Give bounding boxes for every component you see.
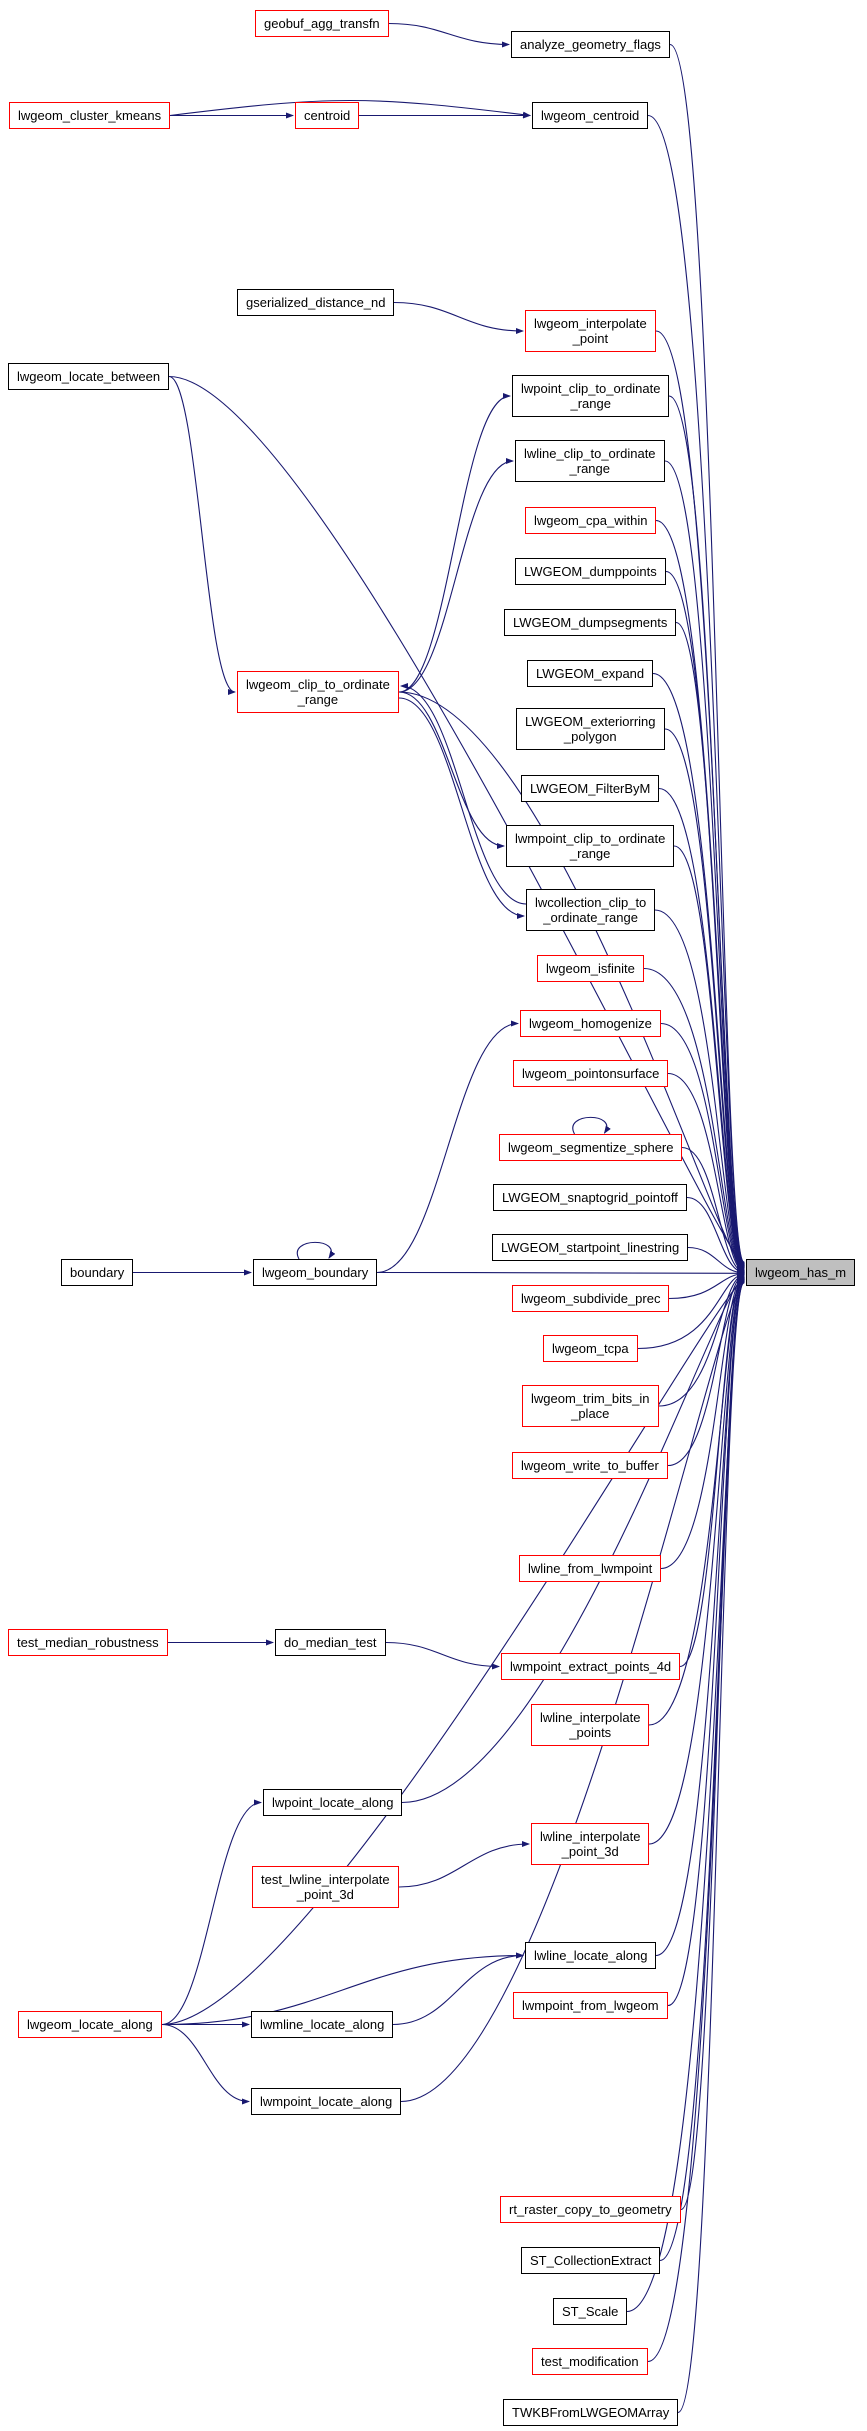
edge-lwgeom_boundary-to-lwgeom_has_m	[376, 1270, 745, 1277]
node-lwgeom-has-m: lwgeom_has_m	[746, 1259, 856, 1286]
node-lwgeom-boundary[interactable]: lwgeom_boundary	[253, 1259, 378, 1286]
node-lwgeom-snaptogrid-pointoff[interactable]: LWGEOM_snaptogrid_pointoff	[493, 1184, 687, 1211]
node-lwgeom-subdivide-prec[interactable]: lwgeom_subdivide_prec	[512, 1285, 670, 1312]
edge-gserialized_distance_nd-to-lwgeom_interpolate_point	[393, 301, 524, 334]
node-lwline-clip-to-ordinate-range[interactable]: lwline_clip_to_ordinate _range	[515, 440, 665, 482]
edge-ST_CollectionExtract-to-lwgeom_has_m	[659, 1278, 745, 2262]
edge-lwgeom_locate_along-to-lwline_locate_along	[161, 1952, 524, 2026]
node-centroid[interactable]: centroid	[295, 102, 360, 129]
edge-TWKBFromLWGEOMArray-to-lwgeom_has_m	[677, 1280, 745, 2414]
edge-lwgeom_clip_to_ordinate_range-to-lwcollection_clip_to_ordinate_range	[398, 697, 525, 919]
edge-lwpoint_locate_along-to-lwgeom_has_m	[401, 1274, 745, 1804]
node-lwmpoint-clip-to-ordinate-range[interactable]: lwmpoint_clip_to_ordinate _range	[506, 825, 675, 867]
node-gserialized-distance-nd[interactable]: gserialized_distance_nd	[237, 289, 395, 316]
node-lwgeom-cpa-within[interactable]: lwgeom_cpa_within	[525, 507, 657, 534]
node-lwgeom-cluster-kmeans[interactable]: lwgeom_cluster_kmeans	[9, 102, 171, 129]
node-lwgeom-homogenize[interactable]: lwgeom_homogenize	[520, 1010, 661, 1037]
node-lwgeom-write-to-buffer[interactable]: lwgeom_write_to_buffer	[512, 1452, 668, 1479]
node-lwline-interpolate-points[interactable]: lwline_interpolate _points	[531, 1704, 650, 1746]
edge-LWGEOM_snaptogrid_pointoff-to-lwgeom_has_m	[686, 1196, 745, 1276]
node-lwcollection-clip-to-ordinate-range[interactable]: lwcollection_clip_to _ordinate_range	[526, 889, 656, 931]
edge-lwgeom_locate_between-to-lwgeom_has_m	[168, 375, 745, 1267]
node-lwgeom-clip-to-ordinate-range[interactable]: lwgeom_clip_to_ordinate _range	[237, 671, 399, 713]
node-twkbfromlwgeomarray[interactable]: TWKBFromLWGEOMArray	[503, 2399, 679, 2426]
edge-lwline_from_lwmpoint-to-lwgeom_has_m	[660, 1273, 745, 1570]
node-st-scale[interactable]: ST_Scale	[553, 2298, 628, 2325]
edge-lwgeom_pointonsurface-to-lwgeom_has_m	[667, 1072, 745, 1275]
edge-lwmpoint_from_lwgeom-to-lwgeom_has_m	[667, 1276, 745, 2007]
node-rt-raster-copy-to-geometry[interactable]: rt_raster_copy_to_geometry	[500, 2196, 681, 2223]
node-lwmpoint-locate-along[interactable]: lwmpoint_locate_along	[251, 2088, 402, 2115]
node-lwgeom-dumpsegments[interactable]: LWGEOM_dumpsegments	[504, 609, 677, 636]
node-lwline-from-lwmpoint[interactable]: lwline_from_lwmpoint	[519, 1555, 662, 1582]
node-do-median-test[interactable]: do_median_test	[275, 1629, 386, 1656]
node-test-median-robustness[interactable]: test_median_robustness	[8, 1629, 168, 1656]
node-lwgeom-locate-along[interactable]: lwgeom_locate_along	[18, 2011, 162, 2038]
edge-lwgeom_clip_to_ordinate_range-to-lwmpoint_clip_to_ordinate_range	[398, 691, 505, 849]
edge-lwmpoint_clip_to_ordinate_range-to-lwgeom_has_m	[673, 845, 745, 1272]
edge-lwgeom_locate_between-to-lwgeom_clip_to_ordinate_range	[168, 375, 236, 695]
edge-lwgeom_cluster_kmeans-to-lwgeom_centroid	[169, 99, 531, 118]
edge-lwmline_locate_along-to-lwline_locate_along	[392, 1952, 524, 2026]
edge-lwcollection_clip_to_ordinate_range-to-lwgeom_has_m	[654, 909, 745, 1273]
edge-lwgeom_write_to_buffer-to-lwgeom_has_m	[667, 1272, 745, 1467]
node-geobuf-agg-transfn[interactable]: geobuf_agg_transfn	[255, 10, 389, 37]
node-boundary[interactable]: boundary	[61, 1259, 134, 1286]
node-lwpoint-clip-to-ordinate-range[interactable]: lwpoint_clip_to_ordinate _range	[512, 375, 670, 417]
edge-lwline_interpolate_point_3d-to-lwgeom_has_m	[648, 1275, 745, 1845]
edge-lwgeom_locate_along-to-lwmpoint_locate_along	[161, 2023, 250, 2105]
node-test-modification[interactable]: test_modification	[532, 2348, 648, 2375]
node-lwgeom-locate-between[interactable]: lwgeom_locate_between	[8, 363, 170, 390]
node-lwpoint-locate-along[interactable]: lwpoint_locate_along	[263, 1789, 403, 1816]
node-lwgeom-exteriorring-polygon[interactable]: LWGEOM_exteriorring _polygon	[516, 708, 665, 750]
node-lwgeom-pointonsurface[interactable]: lwgeom_pointonsurface	[513, 1060, 669, 1087]
edge-geobuf_agg_transfn-to-analyze_geometry_flags	[388, 22, 510, 48]
node-lwmline-locate-along[interactable]: lwmline_locate_along	[251, 2011, 394, 2038]
edge-lwgeom_trim_bits_in_place-to-lwgeom_has_m	[658, 1271, 745, 1407]
edge-lwcollection_clip_to_ordinate_range-to-lwgeom_clip_to_ordinate_range	[400, 683, 527, 905]
edge-do_median_test-to-lwmpoint_extract_points_4d	[385, 1641, 500, 1670]
node-lwgeom-trim-bits-in-place[interactable]: lwgeom_trim_bits_in _place	[522, 1385, 659, 1427]
node-lwline-interpolate-point-3d[interactable]: lwline_interpolate _point_3d	[531, 1823, 650, 1865]
edge-LWGEOM_expand-to-lwgeom_has_m	[652, 672, 745, 1270]
edge-lwgeom_locate_along-to-lwgeom_has_m	[161, 1276, 745, 2026]
node-lwgeom-centroid[interactable]: lwgeom_centroid	[532, 102, 649, 129]
node-lwmpoint-extract-points-4d[interactable]: lwmpoint_extract_points_4d	[501, 1653, 681, 1680]
edge-lwgeom_segmentize_sphere-to-lwgeom_segmentize_sphere	[572, 1116, 611, 1135]
edge-lwgeom_clip_to_ordinate_range-to-lwline_clip_to_ordinate_range	[398, 458, 514, 693]
node-lwmpoint-from-lwgeom[interactable]: lwmpoint_from_lwgeom	[513, 1992, 668, 2019]
edge-lwgeom_homogenize-to-lwgeom_has_m	[660, 1022, 745, 1274]
node-lwgeom-startpoint-linestring[interactable]: LWGEOM_startpoint_linestring	[492, 1234, 689, 1261]
node-lwgeom-tcpa[interactable]: lwgeom_tcpa	[543, 1335, 638, 1362]
edge-lwgeom_clip_to_ordinate_range-to-lwpoint_clip_to_ordinate_range	[398, 393, 511, 693]
node-lwgeom-isfinite[interactable]: lwgeom_isfinite	[537, 955, 644, 982]
node-lwgeom-segmentize-sphere[interactable]: lwgeom_segmentize_sphere	[499, 1134, 683, 1161]
edge-LWGEOM_exteriorring_polygon-to-lwgeom_has_m	[664, 728, 745, 1271]
node-analyze-geometry-flags[interactable]: analyze_geometry_flags	[511, 31, 670, 58]
edge-lwgeom_tcpa-to-lwgeom_has_m	[637, 1271, 745, 1350]
node-lwgeom-interpolate-point[interactable]: lwgeom_interpolate _point	[525, 310, 656, 352]
edge-lwgeom_segmentize_sphere-to-lwgeom_has_m	[681, 1146, 745, 1275]
node-lwgeom-expand[interactable]: LWGEOM_expand	[527, 660, 654, 687]
node-lwline-locate-along[interactable]: lwline_locate_along	[525, 1942, 657, 1969]
node-lwgeom-dumppoints[interactable]: LWGEOM_dumppoints	[515, 558, 666, 585]
edge-lwgeom_boundary-to-lwgeom_homogenize	[376, 1020, 519, 1274]
node-st-collectionextract[interactable]: ST_CollectionExtract	[521, 2247, 661, 2274]
edge-LWGEOM_FilterByM-to-lwgeom_has_m	[658, 787, 745, 1272]
edge-lwmpoint_locate_along-to-lwgeom_has_m	[400, 1277, 745, 2103]
edge-lwgeom_locate_along-to-lwpoint_locate_along	[161, 1799, 262, 2026]
edge-lwgeom_isfinite-to-lwgeom_has_m	[643, 967, 745, 1273]
node-lwgeom-filterbym[interactable]: LWGEOM_FilterByM	[521, 775, 660, 802]
edge-lwgeom_centroid-to-lwgeom_has_m	[647, 114, 745, 1266]
edge-lwgeom_boundary-to-lwgeom_boundary	[296, 1241, 336, 1260]
node-test-lwline-interpolate-point-3d[interactable]: test_lwline_interpolate _point_3d	[252, 1866, 399, 1908]
edge-lwline_interpolate_points-to-lwgeom_has_m	[648, 1274, 745, 1726]
edge-test_lwline_interpolate_point_3d-to-lwline_interpolate_point_3d	[398, 1841, 530, 1888]
